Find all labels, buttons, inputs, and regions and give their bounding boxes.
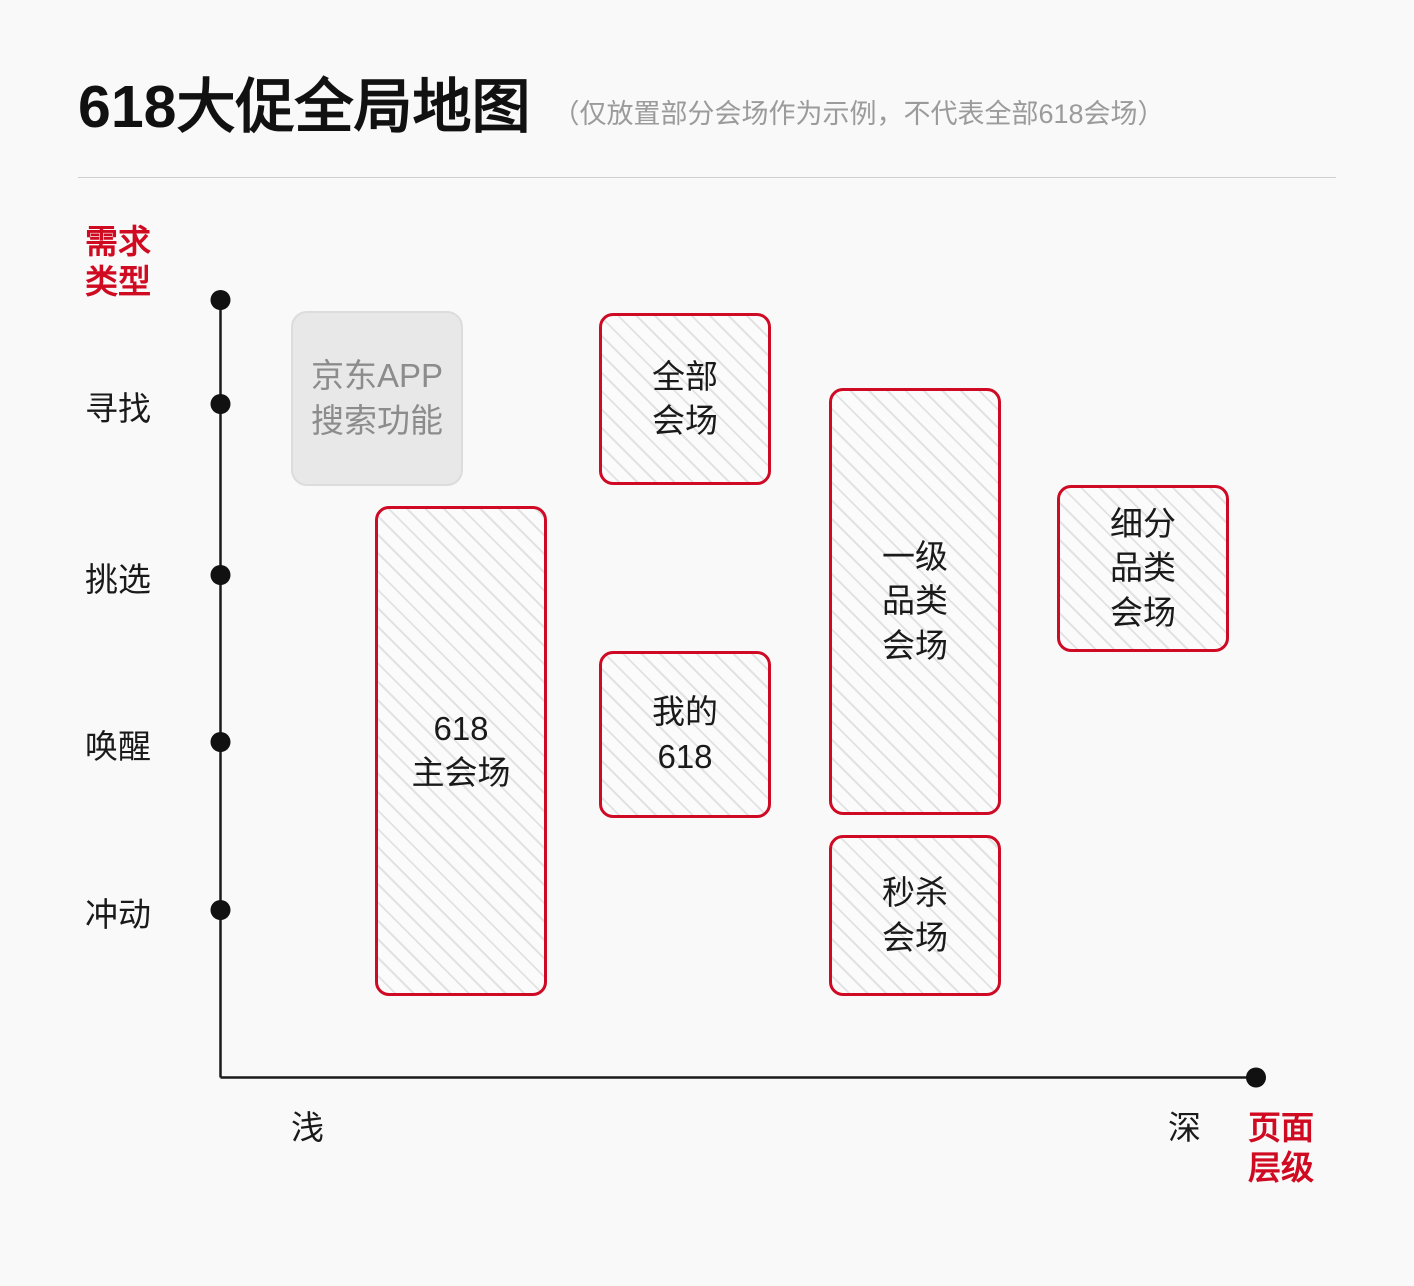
node-all-venues[interactable]: 全部 会场: [599, 313, 771, 485]
header-divider: [78, 177, 1336, 178]
node-label: 秒杀 会场: [882, 874, 948, 956]
y-tick-label-tiaoxuan: 挑选: [85, 561, 151, 598]
node-label: 618 主会场: [411, 709, 511, 791]
x-axis-title: 页面 层级: [1248, 1109, 1314, 1187]
node-level1-category-venue[interactable]: 一级 品类 会场: [829, 388, 1001, 815]
title-row: 618大促全局地图 （仅放置部分会场作为示例，不代表全部618会场）: [78, 78, 1165, 137]
page-header: 618大促全局地图 （仅放置部分会场作为示例，不代表全部618会场）: [0, 0, 1414, 180]
node-jd-app-search[interactable]: 京东APP 搜索功能: [291, 311, 463, 486]
node-label: 一级 品类 会场: [882, 538, 948, 664]
node-618-main-venue[interactable]: 618 主会场: [375, 506, 547, 996]
page-title: 618大促全局地图: [78, 74, 531, 140]
y-tick-dot-chongdong: [210, 900, 231, 920]
node-label: 细分 品类 会场: [1110, 505, 1176, 631]
y-axis-end-dot: [210, 290, 231, 310]
node-my-618[interactable]: 我的 618: [599, 651, 771, 818]
node-label: 全部 会场: [652, 357, 718, 439]
y-tick-label-xunzhao: 寻找: [85, 390, 151, 427]
node-label: 我的 618: [652, 693, 718, 775]
y-axis-title: 需求 类型: [85, 223, 151, 301]
page-subtitle: （仅放置部分会场作为示例，不代表全部618会场）: [552, 99, 1165, 129]
y-tick-label-chongdong: 冲动: [85, 896, 151, 933]
x-tick-label-shallow: 浅: [291, 1109, 324, 1146]
node-label: 京东APP 搜索功能: [310, 357, 444, 439]
x-tick-label-deep: 深: [1168, 1109, 1201, 1146]
y-tick-dot-xunzhao: [210, 394, 231, 414]
y-tick-label-huanxing: 唤醒: [85, 728, 151, 765]
x-axis-end-dot: [1246, 1067, 1266, 1088]
y-tick-dot-tiaoxuan: [210, 565, 231, 585]
node-sub-category-venue[interactable]: 细分 品类 会场: [1057, 485, 1229, 652]
node-flash-sale-venue[interactable]: 秒杀 会场: [829, 835, 1001, 996]
y-tick-dot-huanxing: [210, 732, 231, 752]
